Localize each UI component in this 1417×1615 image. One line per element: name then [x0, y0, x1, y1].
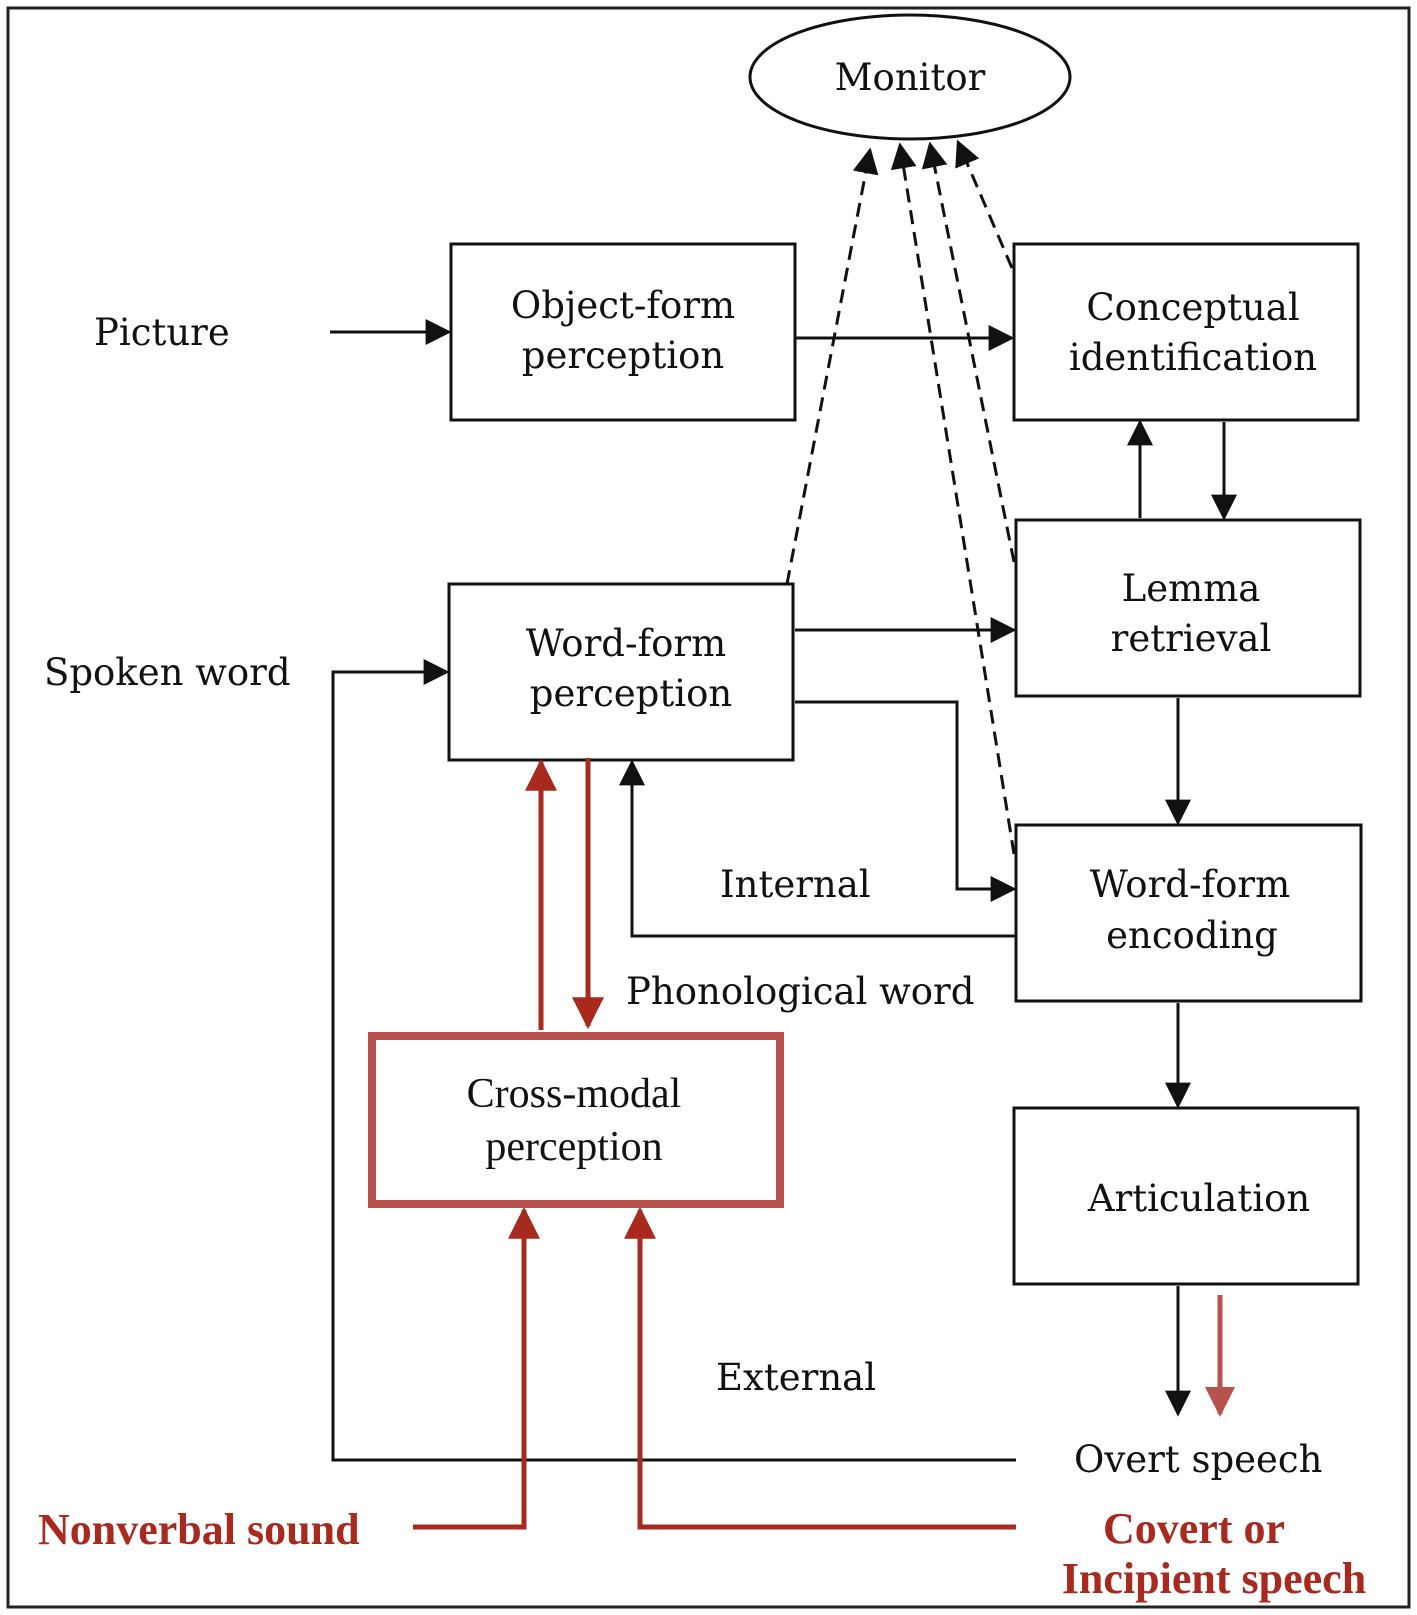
covert-speech-label-line1: Covert or: [1103, 1504, 1285, 1553]
lemma-retrieval-box: [1014, 518, 1362, 698]
phonological-word-label: Phonological word: [626, 970, 974, 1013]
word-form-encoding-box: [1014, 823, 1363, 1003]
covert-speech-label-line2: Incipient speech: [1062, 1554, 1366, 1603]
articulation-box: [1012, 1106, 1360, 1286]
external-loop-arrow: [331, 659, 1016, 1462]
internal-loop-arrow: [619, 759, 1016, 938]
outer-frame: [6, 6, 1411, 1609]
monitor-label: Monitor: [835, 56, 986, 99]
cross-modal-label-line2: perception: [485, 1124, 662, 1170]
cross-modal-label-line1: Cross-modal: [467, 1071, 682, 1117]
overt-speech-label: Overt speech: [1074, 1438, 1322, 1481]
cross-modal-perception-box: [368, 1032, 784, 1208]
word-form-perception-box: [447, 582, 795, 762]
word-form-perception-to-encoding-arrow: [795, 700, 1017, 902]
word-form-encoding-label-line1: Word-form: [1090, 863, 1290, 906]
word-form-encoding-label-line2: encoding: [1106, 914, 1278, 957]
conceptual-label-line2: identification: [1069, 336, 1317, 379]
lemma-to-monitor-dashed: [921, 141, 1016, 563]
lemma-label-line2: retrieval: [1111, 617, 1272, 660]
lemma-label-line1: Lemma: [1122, 567, 1261, 610]
object-form-perception-box: [449, 242, 797, 422]
spoken-word-label: Spoken word: [44, 651, 291, 694]
object-form-label-line2: perception: [522, 334, 724, 377]
picture-label: Picture: [94, 311, 230, 354]
internal-label: Internal: [720, 863, 871, 906]
articulation-label: Articulation: [1087, 1177, 1310, 1220]
external-label: External: [716, 1356, 876, 1399]
nonverbal-sound-label: Nonverbal sound: [38, 1505, 360, 1554]
object-form-label-line1: Object-form: [511, 284, 735, 327]
nonverbal-sound-to-cross-modal-arrow: [413, 1206, 540, 1530]
word-form-perception-label-line2: perception: [530, 672, 732, 715]
word-form-perception-label-line1: Word-form: [526, 622, 726, 665]
conceptual-to-monitor-dashed: [955, 139, 1014, 269]
encoding-to-monitor-dashed: [890, 142, 1016, 855]
word-form-perception-to-monitor-dashed: [785, 147, 879, 585]
monitor-node: [748, 13, 1072, 141]
covert-speech-to-cross-modal-arrow: [624, 1206, 1016, 1530]
conceptual-identification-box: [1012, 242, 1360, 422]
conceptual-label-line1: Conceptual: [1086, 286, 1299, 329]
